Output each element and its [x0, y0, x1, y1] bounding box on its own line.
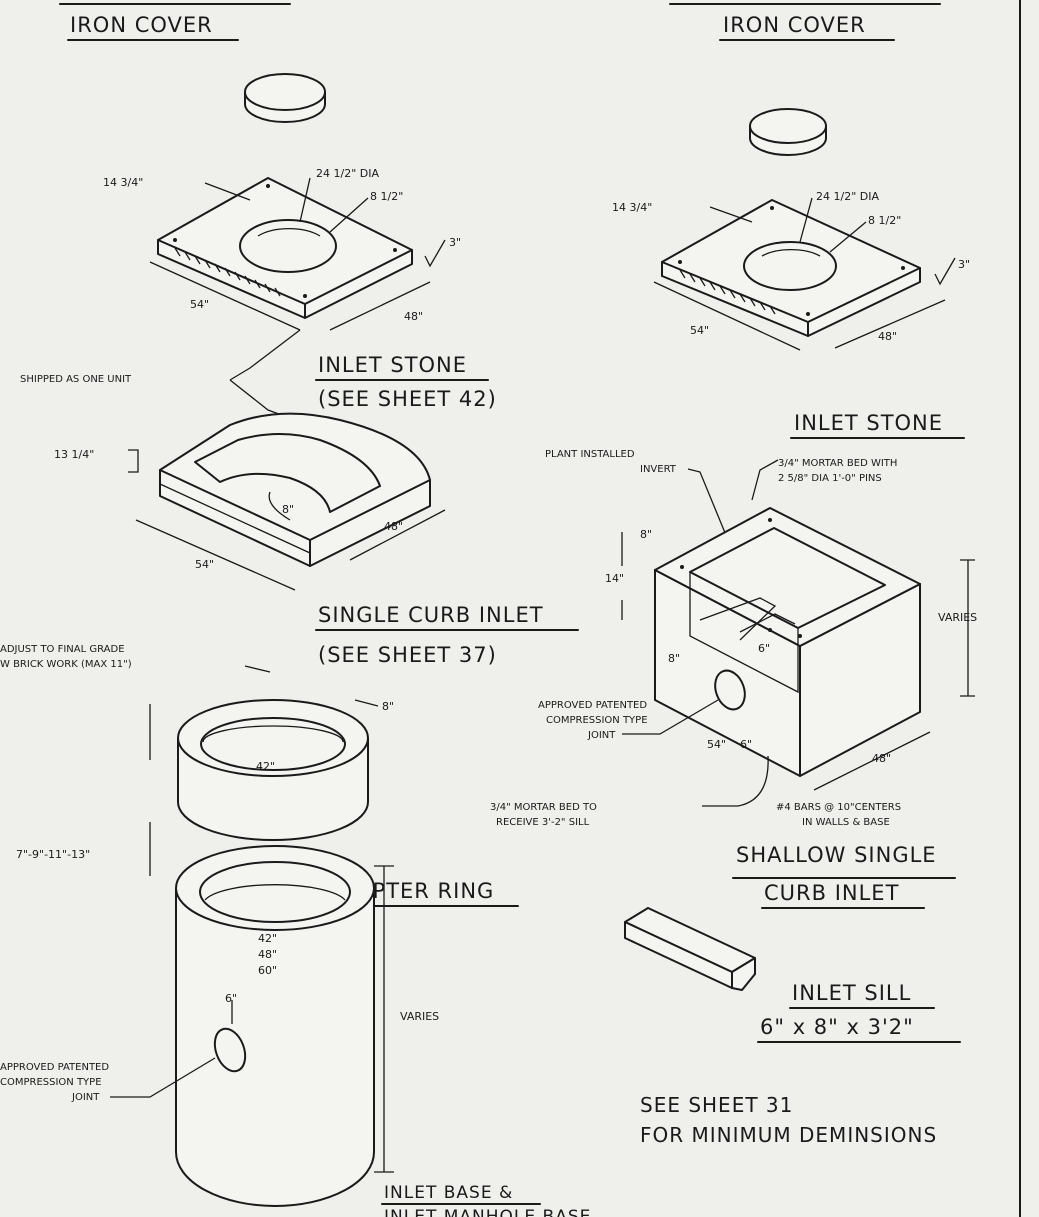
- adjust-leader: [244, 665, 271, 673]
- dim-thick-left: 3": [449, 236, 461, 249]
- dim-wid-box: 48": [872, 752, 891, 765]
- shallow-title-1: SHALLOW SINGLE: [736, 843, 937, 867]
- leader-corner-right: [709, 206, 753, 223]
- single-curb-inlet-block: [159, 412, 431, 567]
- inlet-sill-title: INLET SILL: [792, 981, 911, 1005]
- base-joint-note-1: APPROVED PATENTED: [0, 1062, 109, 1073]
- inlet-stone-title-right: INLET STONE: [794, 411, 943, 435]
- shallow-curb-inlet-box: [654, 507, 921, 777]
- single-curb-title: SINGLE CURB INLET: [318, 603, 544, 627]
- mortar-note-1: 3/4" MORTAR BED WITH: [778, 458, 897, 469]
- dim-line-54-curb: [135, 519, 296, 591]
- dim-dia-left: 24 1/2" DIA: [316, 167, 379, 180]
- dim-wall-curb: 8": [282, 503, 294, 516]
- leader-hole-left: [329, 197, 369, 233]
- dim-line-48-right: [834, 299, 946, 349]
- base-joint-note-2: COMPRESSION TYPE: [0, 1077, 102, 1088]
- dim-bracket-height: [128, 449, 139, 473]
- dim-wall-base: 6": [225, 992, 237, 1005]
- inlet-base-title: INLET BASE &: [384, 1183, 513, 1203]
- dim-corner-left: 14 3/4": [103, 176, 143, 189]
- dim-wid-left: 48": [404, 310, 423, 323]
- base-joint-note-3: JOINT: [71, 1092, 100, 1103]
- dim-d2-base: 48": [258, 948, 277, 961]
- bars-note-2: IN WALLS & BASE: [802, 817, 890, 828]
- inlet-stone-slab: [157, 177, 413, 319]
- thick-mark-right: [934, 257, 956, 286]
- joint-note-3: JOINT: [587, 730, 616, 741]
- dim-d1-base: 42": [258, 932, 277, 945]
- dim-heights-ring: 7"-9"-11"-13": [16, 848, 90, 861]
- dim-corner-right: 14 3/4": [612, 201, 652, 214]
- dim-len-left: 54": [190, 298, 209, 311]
- inlet-base-title-2: INLET MANHOLE BASE: [384, 1207, 591, 1217]
- dim-thick-right: 3": [958, 258, 970, 271]
- single-curb-ref: (SEE SHEET 37): [318, 643, 497, 667]
- mortar-note-2: 2 5/8" DIA 1'-0" PINS: [778, 473, 882, 484]
- dim-top-box: 8": [640, 528, 652, 541]
- shipped-note: SHIPPED AS ONE UNIT: [20, 374, 132, 385]
- dim-height-curb: 13 1/4": [54, 448, 94, 461]
- inlet-stone-slab-right: [661, 199, 921, 337]
- leader-dia-left: [299, 177, 311, 223]
- adapter-ring-body: [177, 699, 369, 841]
- dim-inner-box: 6": [758, 642, 770, 655]
- bars-note-1: #4 BARS @ 10"CENTERS: [776, 802, 901, 813]
- iron-cover-title: IRON COVER: [70, 13, 213, 37]
- inlet-sill-size: 6" x 8" x 3'2": [760, 1015, 914, 1039]
- base-joint-leader: [110, 1057, 216, 1098]
- shipped-leader: [229, 329, 301, 421]
- iron-cover-title-right: IRON COVER: [723, 13, 866, 37]
- joint-leader: [622, 699, 719, 735]
- box-dim-varies: [960, 559, 975, 697]
- inlet-stone-title-left: INLET STONE: [318, 353, 467, 377]
- thick-mark-left: [424, 239, 446, 268]
- dim-d3-base: 60": [258, 964, 277, 977]
- adjust-note-1: ADJUST TO FINAL GRADE: [0, 644, 125, 655]
- inlet-stone-ref-left: (SEE SHEET 42): [318, 387, 497, 411]
- see-sheet-line-2: FOR MINIMUM DEMINSIONS: [640, 1123, 937, 1147]
- dim-hole-right: 8 1/2": [868, 214, 901, 227]
- plant-note-2: INVERT: [640, 464, 677, 475]
- sill-bed-note-1: 3/4" MORTAR BED TO: [490, 802, 597, 813]
- see-sheet-line-1: SEE SHEET 31: [640, 1093, 793, 1117]
- adjust-note-2: W BRICK WORK (MAX 11"): [0, 659, 132, 670]
- shallow-title-2: CURB INLET: [764, 881, 899, 905]
- iron-cover-disc-right: [749, 108, 827, 156]
- dim-wid-right: 48": [878, 330, 897, 343]
- dim-h-box: 14": [605, 572, 624, 585]
- plant-note-1: PLANT INSTALLED: [545, 449, 635, 460]
- iron-cover-disc: [244, 73, 326, 123]
- dim-hole-left: 8 1/2": [370, 190, 403, 203]
- inlet-base-body: [175, 845, 375, 1207]
- dim-varies-box: VARIES: [938, 611, 977, 624]
- leader-dia-right: [799, 197, 813, 243]
- dim-wall-box: 6": [740, 738, 752, 751]
- ring-wall-leader: [354, 699, 379, 707]
- inlet-sill-block: [624, 907, 756, 991]
- sill-bed-note-2: RECEIVE 3'-2" SILL: [496, 817, 590, 828]
- box-dim-48: [813, 731, 931, 791]
- leader-hole-right: [829, 221, 867, 253]
- dim-wid-curb: 48": [384, 520, 403, 533]
- dim-dia-ring: 42": [256, 760, 275, 773]
- dim-len-right: 54": [690, 324, 709, 337]
- dim-line-48-left: [329, 281, 431, 331]
- dim-side-box: 8": [668, 652, 680, 665]
- mortar-leader: [751, 459, 779, 501]
- dim-line-48-curb: [349, 509, 446, 561]
- dim-len-box: 54": [707, 738, 726, 751]
- joint-note-2: COMPRESSION TYPE: [546, 715, 648, 726]
- dim-line-54-right: [653, 281, 801, 351]
- dim-dia-right: 24 1/2" DIA: [816, 190, 879, 203]
- dim-line-54-left: [149, 261, 301, 331]
- dim-len-curb: 54": [195, 558, 214, 571]
- joint-note-1: APPROVED PATENTED: [538, 700, 647, 711]
- dim-varies-base: VARIES: [400, 1010, 439, 1023]
- dim-wall-ring: 8": [382, 700, 394, 713]
- sill-bed-leader: [702, 755, 769, 807]
- leader-corner-left: [204, 182, 251, 201]
